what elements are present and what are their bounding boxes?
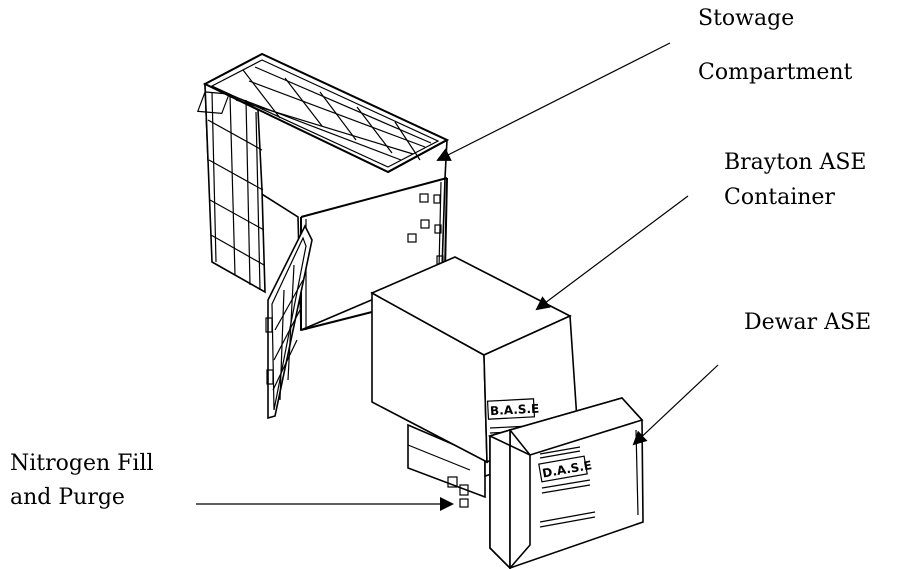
- brayton-ase-container: B.A.S.E: [370, 256, 578, 508]
- brayton-label-line2: Container: [724, 185, 835, 210]
- brayton-label-line1: Brayton ASE: [724, 150, 867, 175]
- brayton-arrow: [535, 195, 689, 311]
- base-stencil: B.A.S.E: [490, 402, 540, 419]
- stowage-arrow: [436, 42, 671, 161]
- stowage-compartment: [196, 52, 450, 420]
- leader-arrows: [196, 42, 719, 511]
- nitrogen-label-line2: and Purge: [10, 485, 125, 510]
- dewar-ase: D.A.S.E: [487, 397, 644, 569]
- dewar-arrow: [632, 364, 719, 446]
- stowage-label-line1: Stowage: [698, 6, 795, 31]
- nitrogen-label-line1: Nitrogen Fill: [10, 451, 154, 476]
- stowage-label-line2: Compartment: [698, 60, 853, 85]
- dewar-label: Dewar ASE: [744, 310, 872, 335]
